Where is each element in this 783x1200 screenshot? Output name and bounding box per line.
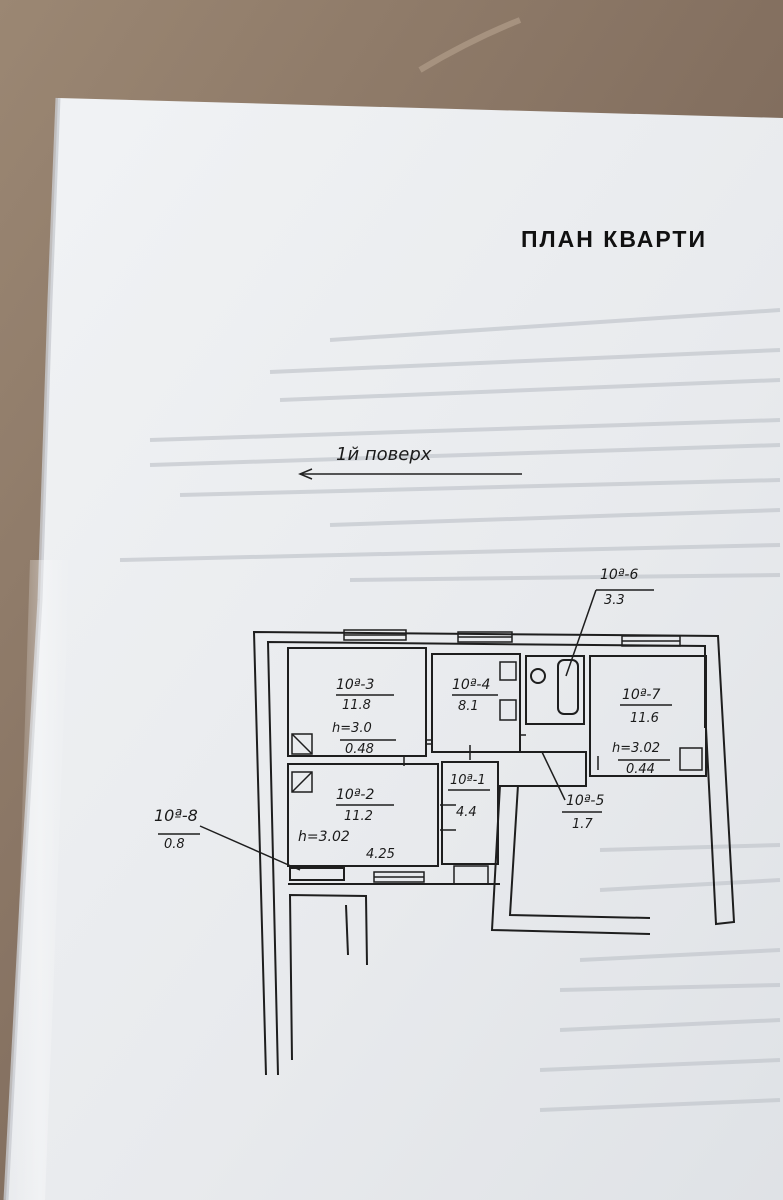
plastic-glare — [10, 560, 70, 1200]
kitchen-fixture — [499, 699, 517, 721]
room-7-area: 11.6 — [630, 711, 659, 726]
stove-room-2 — [291, 771, 313, 793]
sheet-title: ПЛАН КВАРТИ — [521, 226, 708, 252]
room-3-area: 11.8 — [342, 698, 371, 713]
room-1-number: 10ª-1 — [450, 773, 486, 788]
windows — [343, 629, 681, 885]
room-1-area: 4.4 — [456, 805, 477, 820]
room-7-window: 0.44 — [626, 762, 655, 777]
room-3-number: 10ª-3 — [336, 677, 375, 693]
room-6-outline — [525, 655, 585, 725]
room-3-outline — [287, 647, 427, 757]
stove-room-3 — [291, 733, 313, 755]
room-2-number: 10ª-2 — [336, 787, 375, 803]
room-8-area: 0.8 — [164, 837, 185, 852]
stair-wall — [345, 904, 349, 956]
stove-room-7 — [679, 747, 703, 771]
room-7-number: 10ª-7 — [622, 687, 661, 703]
room-7-outline — [589, 655, 707, 777]
room-7-height: h=3.02 — [612, 741, 661, 756]
room-3-window: 0.48 — [345, 742, 374, 757]
bathtub — [557, 659, 579, 715]
room-2-area: 11.2 — [344, 809, 373, 824]
room-5-area: 1.7 — [572, 817, 593, 832]
stair-walls — [288, 893, 368, 1061]
room-6-area: 3.3 — [604, 593, 625, 608]
room-6-number: 10ª-6 — [600, 567, 639, 583]
bleed-through-text — [119, 308, 781, 1112]
floor-label-arrow — [298, 468, 522, 480]
sink-fixture — [530, 668, 546, 684]
room-4-number: 10ª-4 — [452, 677, 491, 693]
room-2-outline — [287, 763, 439, 867]
leader-lines — [158, 589, 672, 871]
room-2-width: 4.25 — [366, 847, 395, 862]
table-streak — [418, 17, 522, 73]
room-8-number: 10ª-8 — [154, 806, 198, 825]
kitchen-fixture-2 — [499, 661, 517, 681]
room-5-number: 10ª-5 — [566, 793, 605, 809]
floor-plan — [158, 589, 736, 1076]
room-3-height: h=3.0 — [332, 721, 372, 736]
door-marks — [403, 734, 599, 831]
room-8-outline — [289, 867, 345, 881]
corridor-walls-inner — [508, 784, 651, 919]
room-4-outline — [431, 653, 521, 753]
outer-wall — [252, 630, 736, 1076]
floor-label: 1й поверх — [336, 444, 432, 465]
room-2-height: h=3.02 — [298, 829, 350, 845]
room-1-outline — [441, 761, 499, 865]
room-4-area: 8.1 — [458, 699, 479, 714]
